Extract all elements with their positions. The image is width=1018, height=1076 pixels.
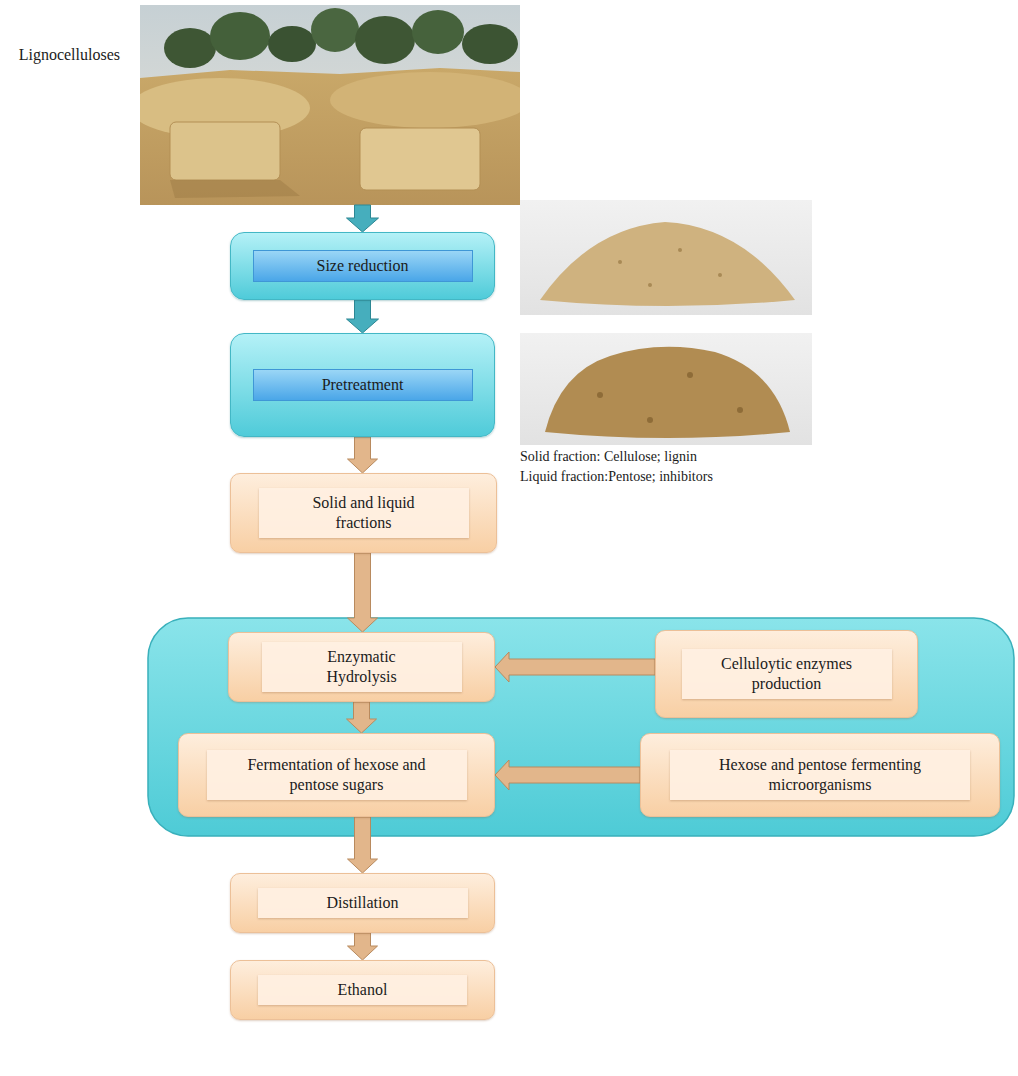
speck <box>597 392 603 398</box>
feedstock-photo: Lignocelluloses <box>140 5 520 205</box>
photo-ground <box>520 200 812 315</box>
flow-arrow <box>348 553 378 632</box>
speck <box>737 407 743 413</box>
box-label: Pretreatment <box>253 369 473 401</box>
box-label: Enzymatic Hydrolysis <box>262 642 462 692</box>
tree <box>462 24 518 64</box>
box-label: Size reduction <box>253 250 473 282</box>
box-label: Hexose and pentose fermenting microorgan… <box>670 750 970 800</box>
speck <box>687 372 693 378</box>
field-photo <box>140 5 520 205</box>
flow-arrow <box>348 817 378 873</box>
flow-arrow <box>495 760 640 790</box>
process-box: Solid and liquid fractions <box>230 473 497 553</box>
tree <box>268 26 316 62</box>
input-box: Hexose and pentose fermenting microorgan… <box>640 733 1000 817</box>
output-box: Ethanol <box>230 960 495 1020</box>
speck <box>718 273 722 277</box>
speck <box>647 417 653 423</box>
fraction-note: Liquid fraction:Pentose; inhibitors <box>520 468 713 486</box>
speck <box>648 283 652 287</box>
photo-ground <box>520 333 812 445</box>
box-label: Distillation <box>258 888 468 918</box>
input-box: Celluloytic enzymes production <box>655 630 918 718</box>
process-box: Pretreatment <box>230 333 495 437</box>
milled-powder-photo <box>520 200 812 315</box>
powder-pile <box>545 347 790 438</box>
flow-arrow <box>348 933 378 960</box>
flow-arrow <box>347 205 379 232</box>
box-label: Celluloytic enzymes production <box>682 649 892 699</box>
straw-heap <box>330 72 520 128</box>
flow-arrow <box>347 702 377 733</box>
tree <box>164 28 216 68</box>
tree <box>311 8 359 52</box>
process-box: Distillation <box>230 873 495 933</box>
straw-bale <box>170 122 280 180</box>
flow-arrow <box>347 300 379 333</box>
flow-arrow <box>495 652 655 682</box>
process-box: Size reduction <box>230 232 495 300</box>
tree <box>210 12 270 60</box>
fraction-note: Solid fraction: Cellulose; lignin <box>520 448 697 466</box>
box-label: Ethanol <box>258 975 468 1005</box>
pretreated-powder-photo <box>520 333 812 445</box>
box-label: Solid and liquid fractions <box>259 488 469 538</box>
tree <box>355 16 415 64</box>
powder-pile <box>540 222 795 306</box>
tree <box>412 10 464 54</box>
shadow <box>170 180 300 198</box>
process-box: Enzymatic Hydrolysis <box>228 632 495 702</box>
speck <box>618 260 622 264</box>
box-label: Fermentation of hexose and pentose sugar… <box>207 750 467 800</box>
straw-bale <box>360 128 480 190</box>
process-panel <box>148 618 1014 836</box>
speck <box>678 248 682 252</box>
flow-arrow <box>348 437 378 473</box>
feedstock-label: Lignocelluloses <box>19 45 120 65</box>
process-box: Fermentation of hexose and pentose sugar… <box>178 733 495 817</box>
